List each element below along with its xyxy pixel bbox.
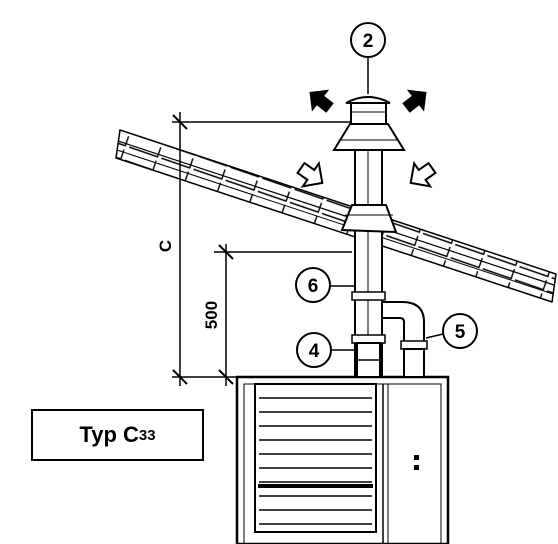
louver-grille: [254, 383, 377, 533]
dimension-c: C: [156, 112, 350, 386]
dimension-c-label: C: [156, 240, 175, 252]
flue-pipe: [351, 149, 386, 378]
arrow-out-icon: [402, 89, 427, 113]
callout-4: 4: [296, 332, 357, 368]
callout-2-number: 2: [363, 31, 374, 52]
callout-4-number: 4: [309, 341, 320, 362]
arrow-in-icon: [296, 160, 324, 188]
heater-unit: [235, 375, 450, 544]
callout-6: 6: [295, 267, 355, 303]
callout-2: 2: [350, 22, 386, 94]
callout-5: 5: [425, 313, 478, 349]
roof-flashing: [340, 204, 398, 234]
callout-6-number: 6: [308, 276, 319, 297]
arrow-in-icon: [409, 160, 437, 188]
dimension-500-label: 500: [202, 301, 221, 329]
type-label-main: Typ C: [79, 422, 139, 447]
intake-elbow: [381, 301, 428, 378]
type-label-subscript: 33: [138, 426, 156, 444]
roof: [115, 129, 557, 303]
arrow-out-icon: [309, 89, 334, 113]
callout-5-number: 5: [455, 322, 466, 343]
roof-terminal-cap: [332, 96, 406, 151]
dimension-500: 500: [202, 244, 352, 386]
control-indicator: [414, 455, 419, 470]
